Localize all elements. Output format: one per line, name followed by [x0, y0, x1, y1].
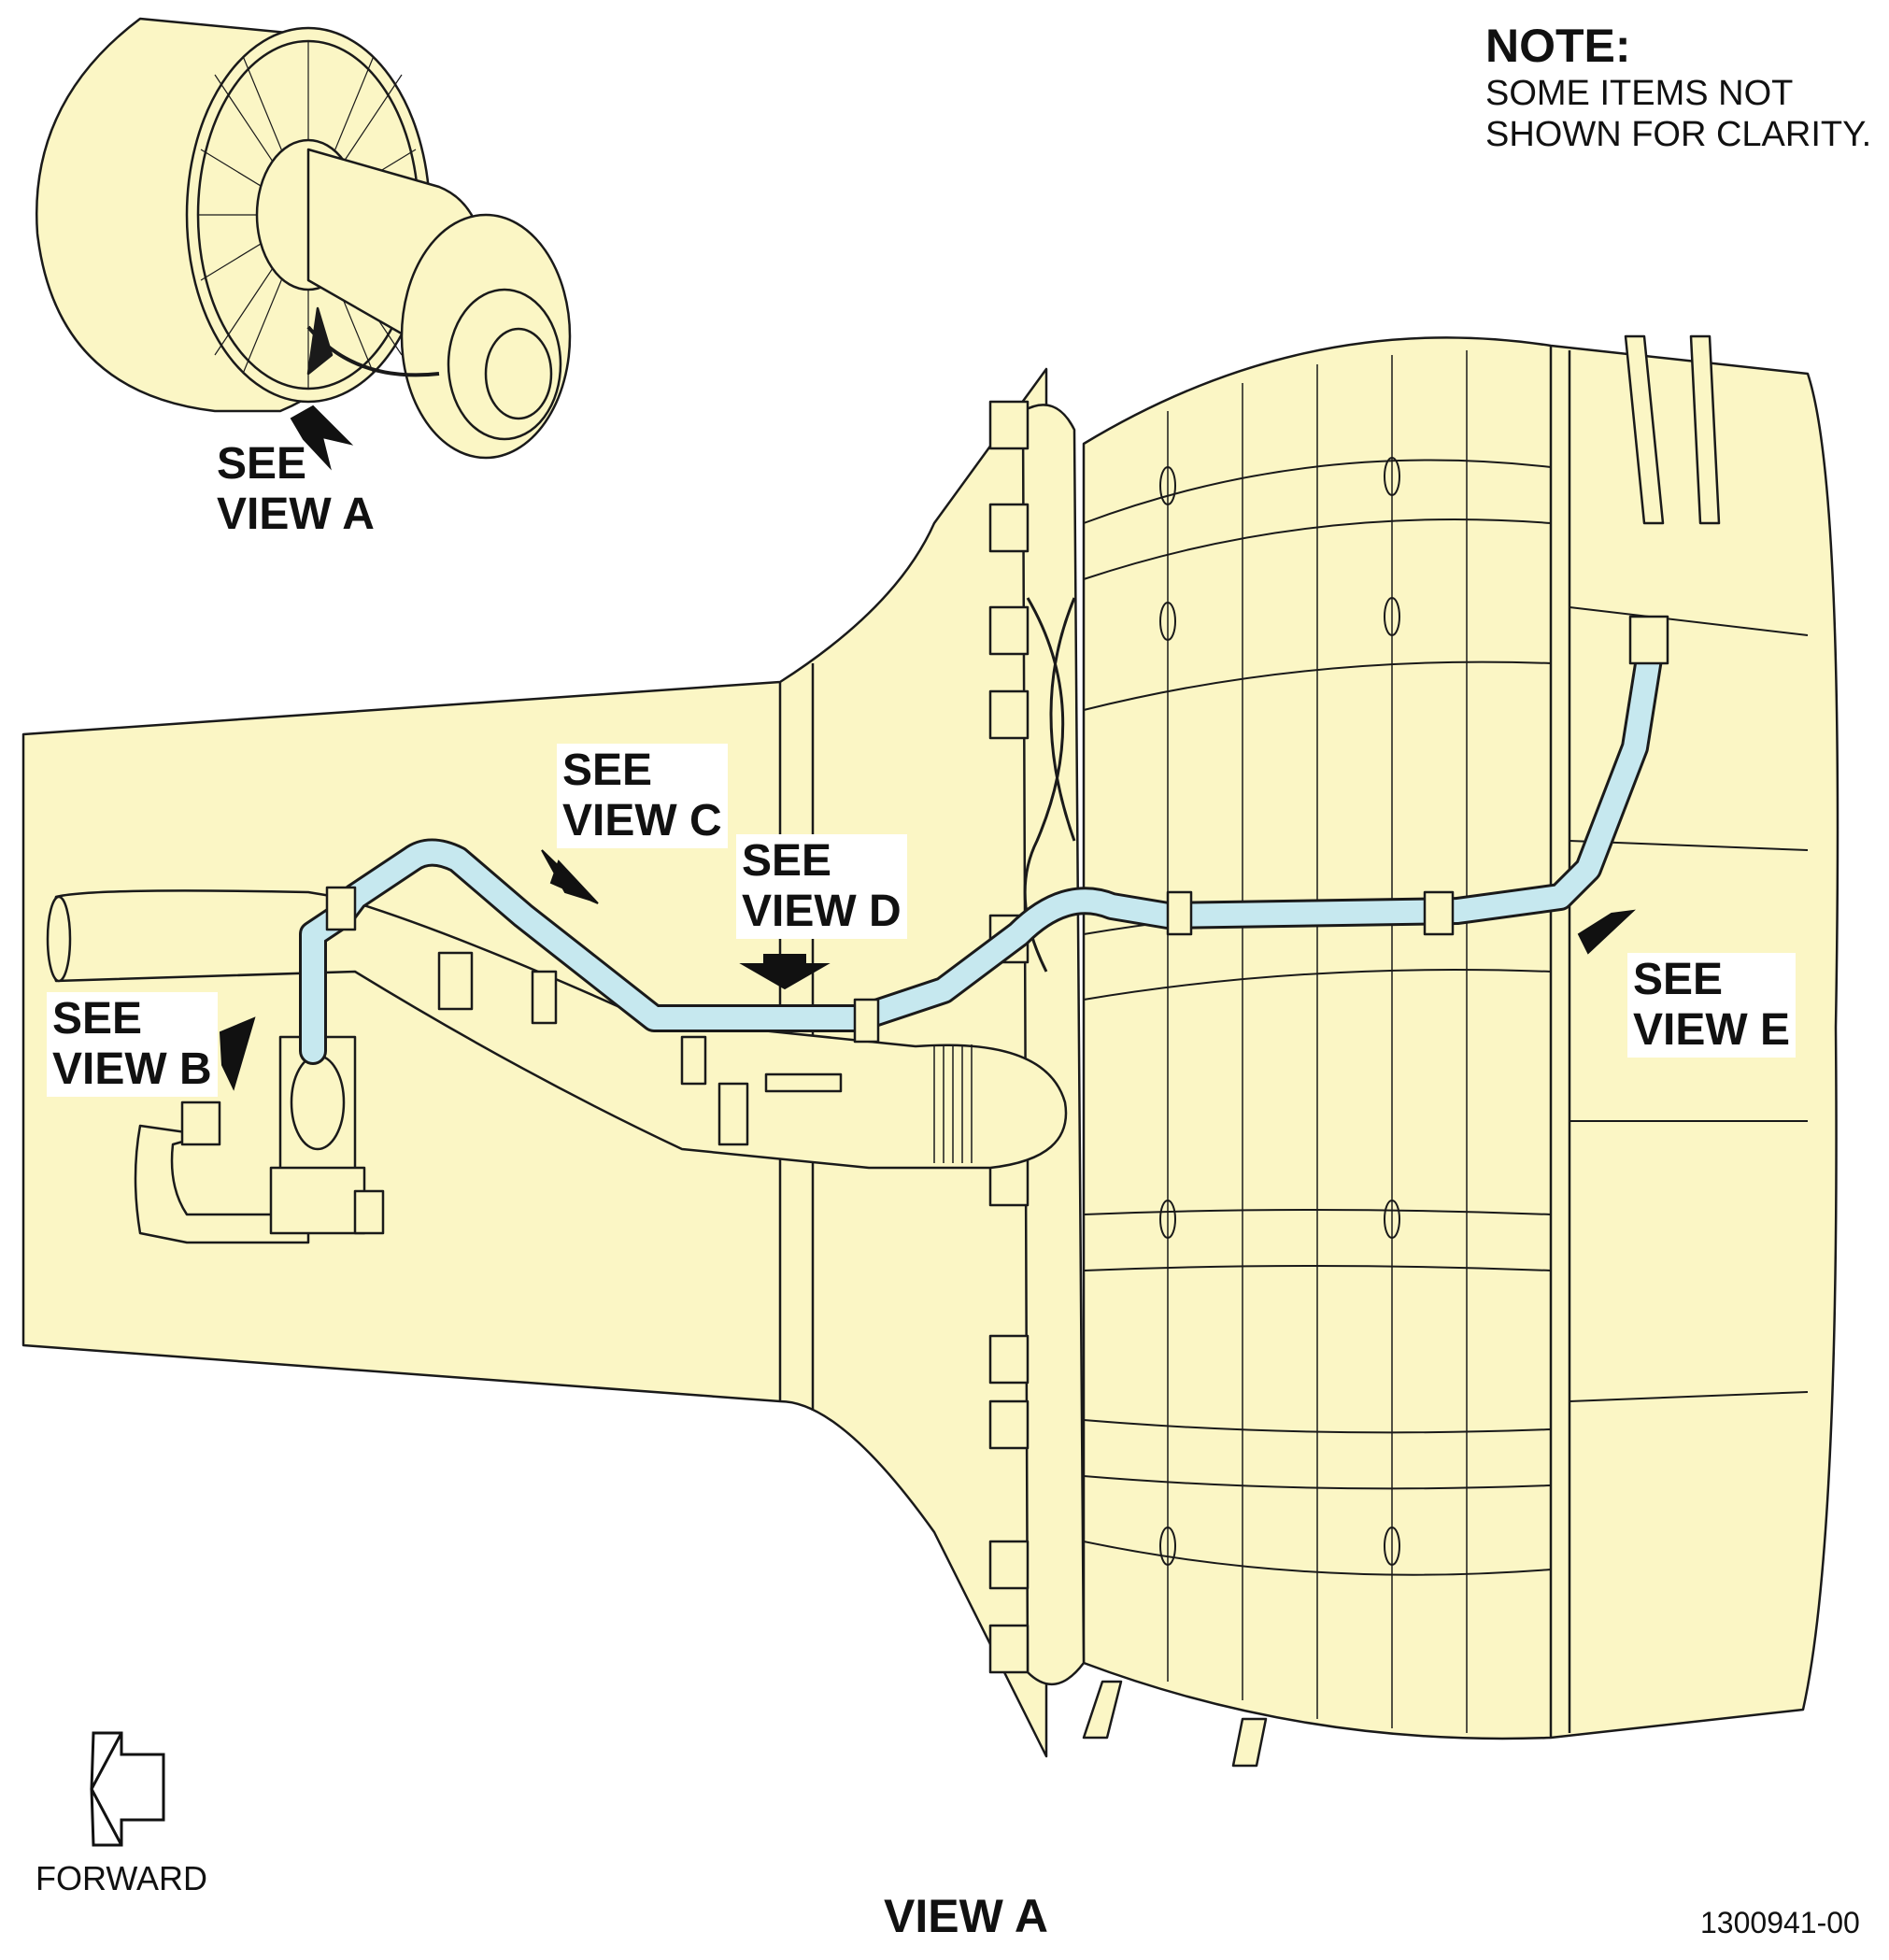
see-view-c-label[interactable]: SEE VIEW C [557, 744, 728, 848]
view-d-arrow [739, 954, 831, 990]
valve-assembly [134, 1035, 385, 1244]
document-number: 1300941-00 [1700, 1906, 1860, 1939]
view-b-arrow [219, 1016, 256, 1091]
forward-label: FORWARD [36, 1859, 207, 1897]
note-text: SOME ITEMS NOT SHOWN FOR CLARITY. [1485, 74, 1872, 154]
see-view-d-label[interactable]: SEE VIEW D [736, 834, 907, 939]
highlighted-tube [299, 615, 1669, 1065]
see-view-a-label[interactable]: SEE VIEW A [217, 439, 375, 539]
engine-overview-inset [36, 17, 572, 460]
view-e-arrow [1577, 909, 1636, 955]
callout-arrows [219, 405, 1636, 1091]
view-title: VIEW A [884, 1890, 1048, 1942]
see-view-b-label[interactable]: SEE VIEW B [47, 992, 218, 1097]
view-c-arrow [541, 849, 599, 904]
see-view-e-label[interactable]: SEE VIEW E [1627, 953, 1797, 1058]
rear-struts [1082, 334, 1721, 1768]
forward-arrow-icon [90, 1731, 165, 1847]
engine-flange-ring [988, 400, 1086, 1686]
view-a-arrow [290, 405, 354, 471]
note-title: NOTE: [1485, 20, 1631, 72]
